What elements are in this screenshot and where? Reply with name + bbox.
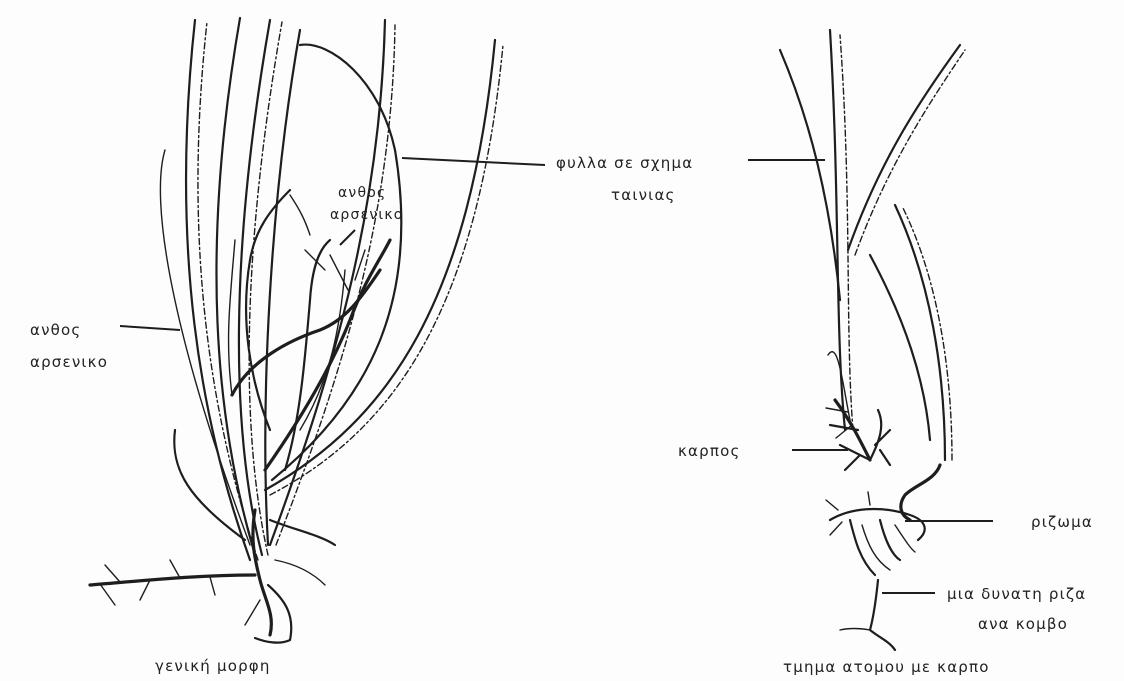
strong-root — [840, 629, 870, 631]
fruit-cluster — [826, 408, 852, 438]
right-plant — [780, 30, 965, 650]
label-root-line2: ανα κομβο — [978, 614, 1068, 634]
right-leaf — [780, 50, 840, 300]
left-leaf — [265, 30, 300, 545]
left-branch — [229, 240, 235, 395]
label-leaves-line1: φυλλα σε σχημα — [556, 153, 693, 173]
strong-root — [870, 580, 895, 650]
left-branch — [265, 240, 390, 470]
left-leaf — [174, 430, 245, 540]
label-fruit: καρπος — [678, 441, 740, 461]
leader-flower-male — [120, 326, 180, 330]
rhizome — [830, 509, 925, 540]
leader-leaves-left — [402, 158, 545, 165]
left-root — [255, 585, 291, 643]
label-flower-male-line1: ανθος — [30, 320, 81, 340]
label-root-line1: μια δυνατη ριζα — [947, 584, 1086, 604]
label-flower-male-line2: αρσενικο — [30, 352, 108, 372]
left-plant — [90, 18, 503, 643]
left-leaf — [270, 45, 503, 495]
label-flower-female-line2: αρσενικο — [330, 205, 404, 225]
label-leaves-line2: ταινιας — [611, 185, 676, 205]
right-leaf — [895, 205, 945, 460]
right-leaf — [840, 35, 853, 430]
left-leaf — [272, 45, 401, 480]
left-branch — [290, 195, 310, 235]
left-base — [270, 520, 335, 545]
rhizome — [901, 465, 940, 520]
rhizome — [850, 520, 900, 575]
caption-right: τμημα ατομου με καρπο — [783, 657, 990, 677]
label-rhizome: ριζωμα — [1031, 512, 1093, 532]
label-flower-female-line1: ανθος — [338, 183, 386, 203]
caption-left: γενική μορφη — [155, 656, 271, 676]
leader-lines — [120, 158, 993, 593]
leader-flower-female — [340, 230, 355, 245]
